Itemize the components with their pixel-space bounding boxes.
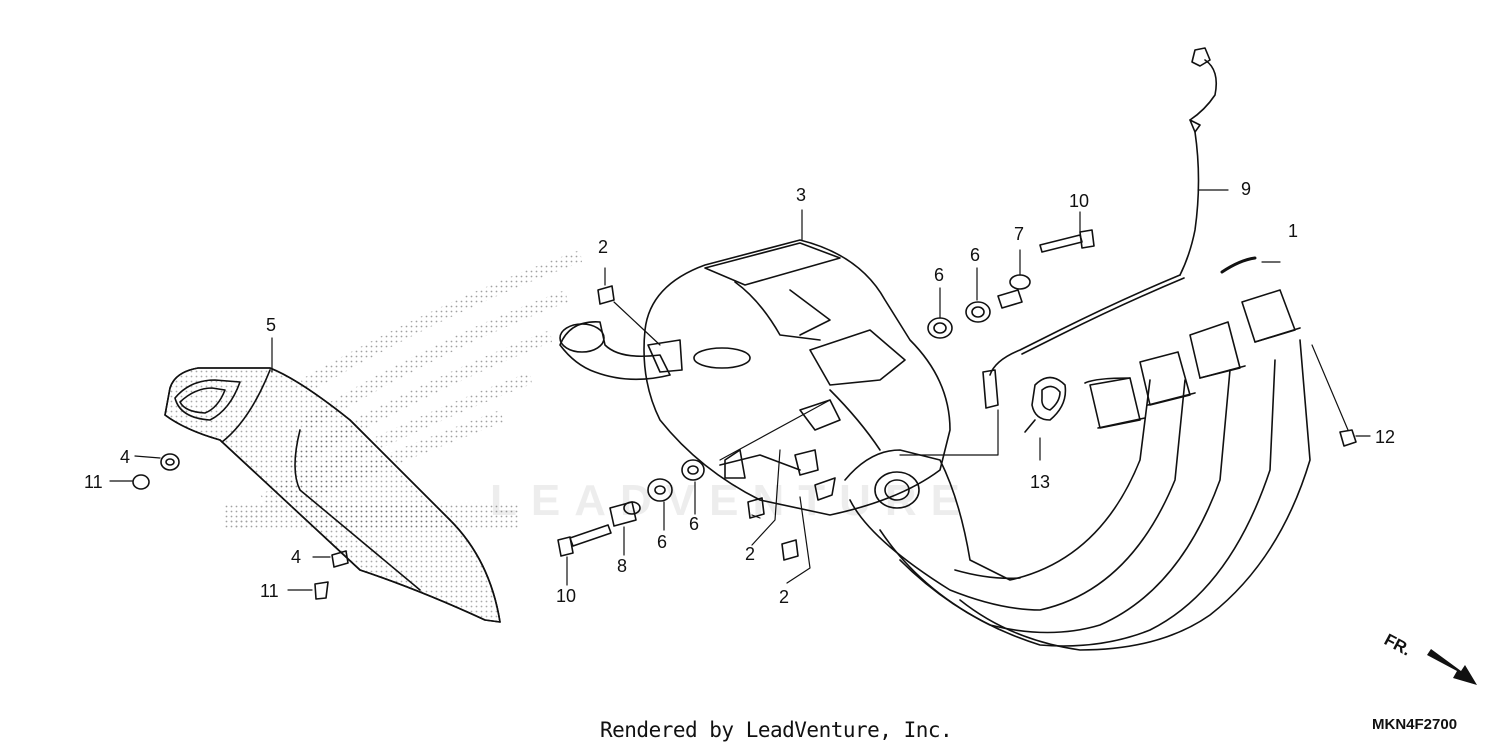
- exhaust-header-pipes[interactable]: [844, 289, 1311, 651]
- callout-10-upper: 10: [1069, 191, 1090, 211]
- callout-7: 7: [1014, 224, 1025, 244]
- callout-2-lower: 2: [779, 587, 790, 607]
- callout-11-lower: 11: [260, 581, 279, 601]
- front-direction-arrow-icon: [1427, 649, 1477, 685]
- callout-4-lower: 4: [291, 547, 302, 567]
- callout-10-lower: 10: [556, 586, 577, 606]
- callout-6-lower-right: 6: [689, 514, 700, 534]
- callout-5: 5: [266, 315, 277, 335]
- callout-8: 8: [617, 556, 628, 576]
- hardware-parts[interactable]: [132, 229, 1357, 600]
- footer-credit: Rendered by LeadVenture, Inc.: [600, 718, 953, 742]
- exhaust-gasket-part[interactable]: [1024, 376, 1067, 433]
- chamber-inlet-pipe: [559, 321, 683, 381]
- watermark-text: LEADVENTURE: [490, 476, 975, 525]
- callout-6-lower-left: 6: [657, 532, 668, 552]
- callout-13: 13: [1030, 472, 1051, 492]
- callout-11-upper: 11: [84, 472, 103, 492]
- callout-2-middle: 2: [745, 544, 756, 564]
- callout-leader-lines: [109, 189, 1371, 591]
- callout-6-upper-right: 6: [970, 245, 981, 265]
- callout-4-upper: 4: [120, 447, 131, 467]
- muffler-silencer-part[interactable]: [164, 367, 501, 623]
- callout-3: 3: [796, 185, 807, 205]
- diagram-code: MKN4F2700: [1372, 716, 1458, 733]
- callout-12: 12: [1375, 427, 1396, 447]
- callout-9: 9: [1241, 179, 1252, 199]
- callout-6-upper-left: 6: [934, 265, 945, 285]
- o2-sensor-cable[interactable]: [982, 47, 1218, 409]
- exhaust-chamber-part[interactable]: [643, 239, 951, 516]
- callout-1: 1: [1288, 221, 1299, 241]
- callout-2-upper: 2: [598, 237, 609, 257]
